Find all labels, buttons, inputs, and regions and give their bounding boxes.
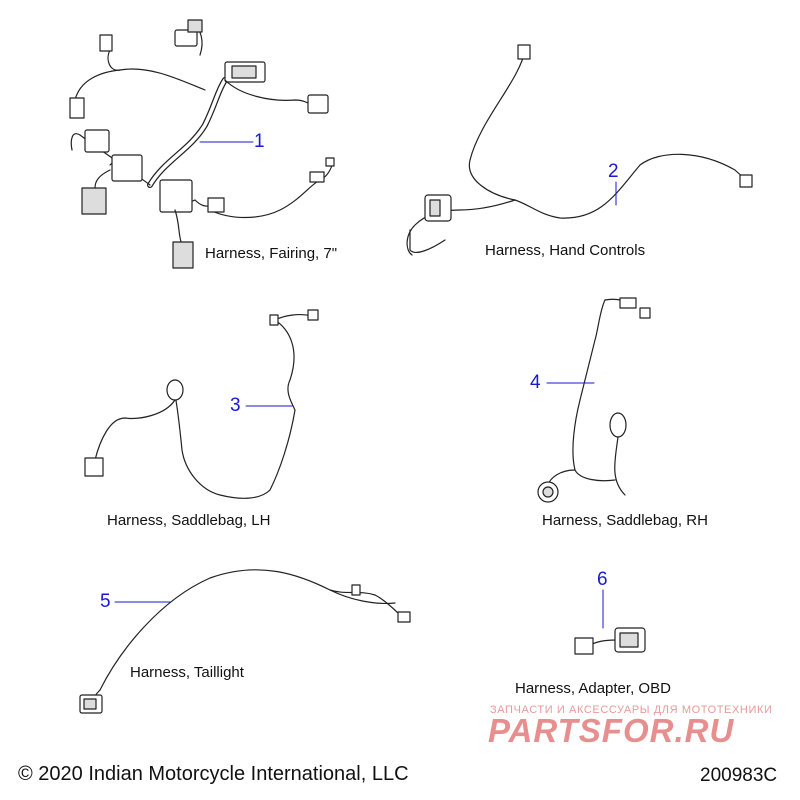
- callout-1: 1: [254, 131, 265, 152]
- callout-4: 4: [530, 372, 541, 393]
- callout-3: 3: [230, 395, 241, 416]
- callout-6: 6: [597, 569, 608, 590]
- part-label-saddlebag-lh: Harness, Saddlebag, LH: [107, 512, 271, 529]
- obd-adapter-harness-drawing: [574, 627, 646, 655]
- watermark-tagline: ЗАПЧАСТИ И АКСЕССУАРЫ ДЛЯ МОТОТЕХНИКИ: [490, 704, 773, 716]
- saddlebag-rh-harness-drawing: [537, 297, 651, 503]
- callout-leaders: [114, 141, 617, 629]
- hand-controls-harness-drawing: [406, 44, 753, 256]
- part-label-saddlebag-rh: Harness, Saddlebag, RH: [542, 512, 708, 529]
- taillight-harness-drawing: [79, 569, 411, 714]
- part-label-taillight: Harness, Taillight: [130, 664, 244, 681]
- diagram-id: 200983C: [700, 765, 778, 786]
- part-label-hand-controls: Harness, Hand Controls: [485, 242, 646, 259]
- saddlebag-lh-harness-drawing: [84, 309, 319, 499]
- watermark-logo: PARTSFOR.RU: [488, 712, 735, 749]
- copyright-text: © 2020 Indian Motorcycle International, …: [18, 763, 409, 785]
- callout-2: 2: [608, 161, 619, 182]
- part-label-obd-adapter: Harness, Adapter, OBD: [515, 680, 671, 697]
- fairing-harness-drawing: [69, 19, 335, 269]
- callout-5: 5: [100, 591, 111, 612]
- part-label-fairing: Harness, Fairing, 7": [205, 245, 338, 262]
